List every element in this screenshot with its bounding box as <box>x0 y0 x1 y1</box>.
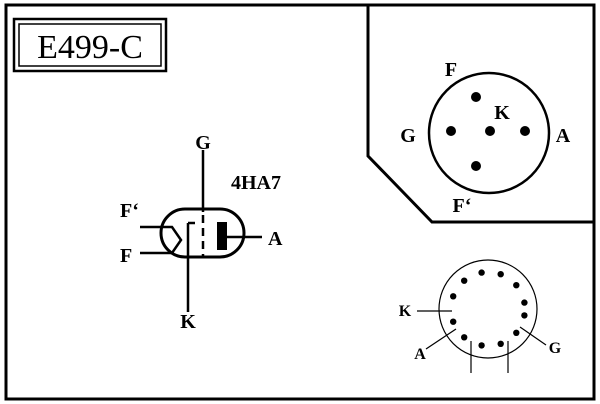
socket-bottom-pin-11 <box>461 334 468 341</box>
socket-bottom-lead-a <box>425 328 457 350</box>
socket-top <box>427 71 551 195</box>
pin-label-g: G <box>195 132 211 154</box>
socket-top-label-f-prime: F‘ <box>453 195 472 217</box>
socket-top-pin-g <box>446 126 456 136</box>
pin-label-f: F <box>120 245 132 267</box>
socket-bottom-pin-2 <box>461 277 468 284</box>
socket-bottom-pin-9 <box>497 340 504 347</box>
socket-bottom-lead-g <box>519 326 547 346</box>
heater-filament <box>140 225 183 255</box>
socket-bottom-pin-8 <box>513 329 520 336</box>
title-text: E499-C <box>37 29 143 66</box>
socket-bottom-label-a: A <box>414 346 426 363</box>
socket-top-label-k: K <box>494 102 510 124</box>
socket-bottom-label-k: K <box>399 303 412 320</box>
socket-bottom-pin-5 <box>513 282 520 289</box>
tube-symbol <box>140 150 262 312</box>
socket-bottom-pin-6 <box>521 299 528 306</box>
socket-bottom-pin-3 <box>478 269 485 276</box>
socket-top-pin-a <box>520 126 530 136</box>
socket-bottom <box>417 259 547 373</box>
socket-bottom-outline <box>438 259 538 359</box>
socket-bottom-label-g: G <box>549 340 562 357</box>
socket-bottom-pins <box>450 269 528 349</box>
socket-bottom-pin-4 <box>497 271 504 278</box>
socket-top-label-g: G <box>400 125 416 147</box>
pin-label-f-prime: F‘ <box>120 200 139 222</box>
pin-label-a: A <box>268 228 283 250</box>
tube-type-label: 4HA7 <box>231 172 281 194</box>
tube-envelope <box>159 207 246 259</box>
title-box: E499-C <box>12 17 168 73</box>
anode-plate <box>217 222 227 250</box>
socket-top-pin-k <box>485 126 495 136</box>
outer-frame <box>4 3 596 401</box>
socket-top-label-f: F <box>445 59 457 81</box>
socket-top-pin-f <box>471 92 481 102</box>
socket-bottom-pin-10 <box>478 342 485 349</box>
socket-top-outline <box>427 71 551 195</box>
pin-label-k: K <box>180 311 196 333</box>
socket-bottom-pin-7 <box>521 312 528 319</box>
socket-bottom-pin-12 <box>450 318 457 325</box>
socket-bottom-pin-1 <box>450 293 457 300</box>
socket-panel-border <box>366 5 594 224</box>
socket-top-pin-f-prime <box>471 161 481 171</box>
socket-top-label-a: A <box>556 125 571 147</box>
